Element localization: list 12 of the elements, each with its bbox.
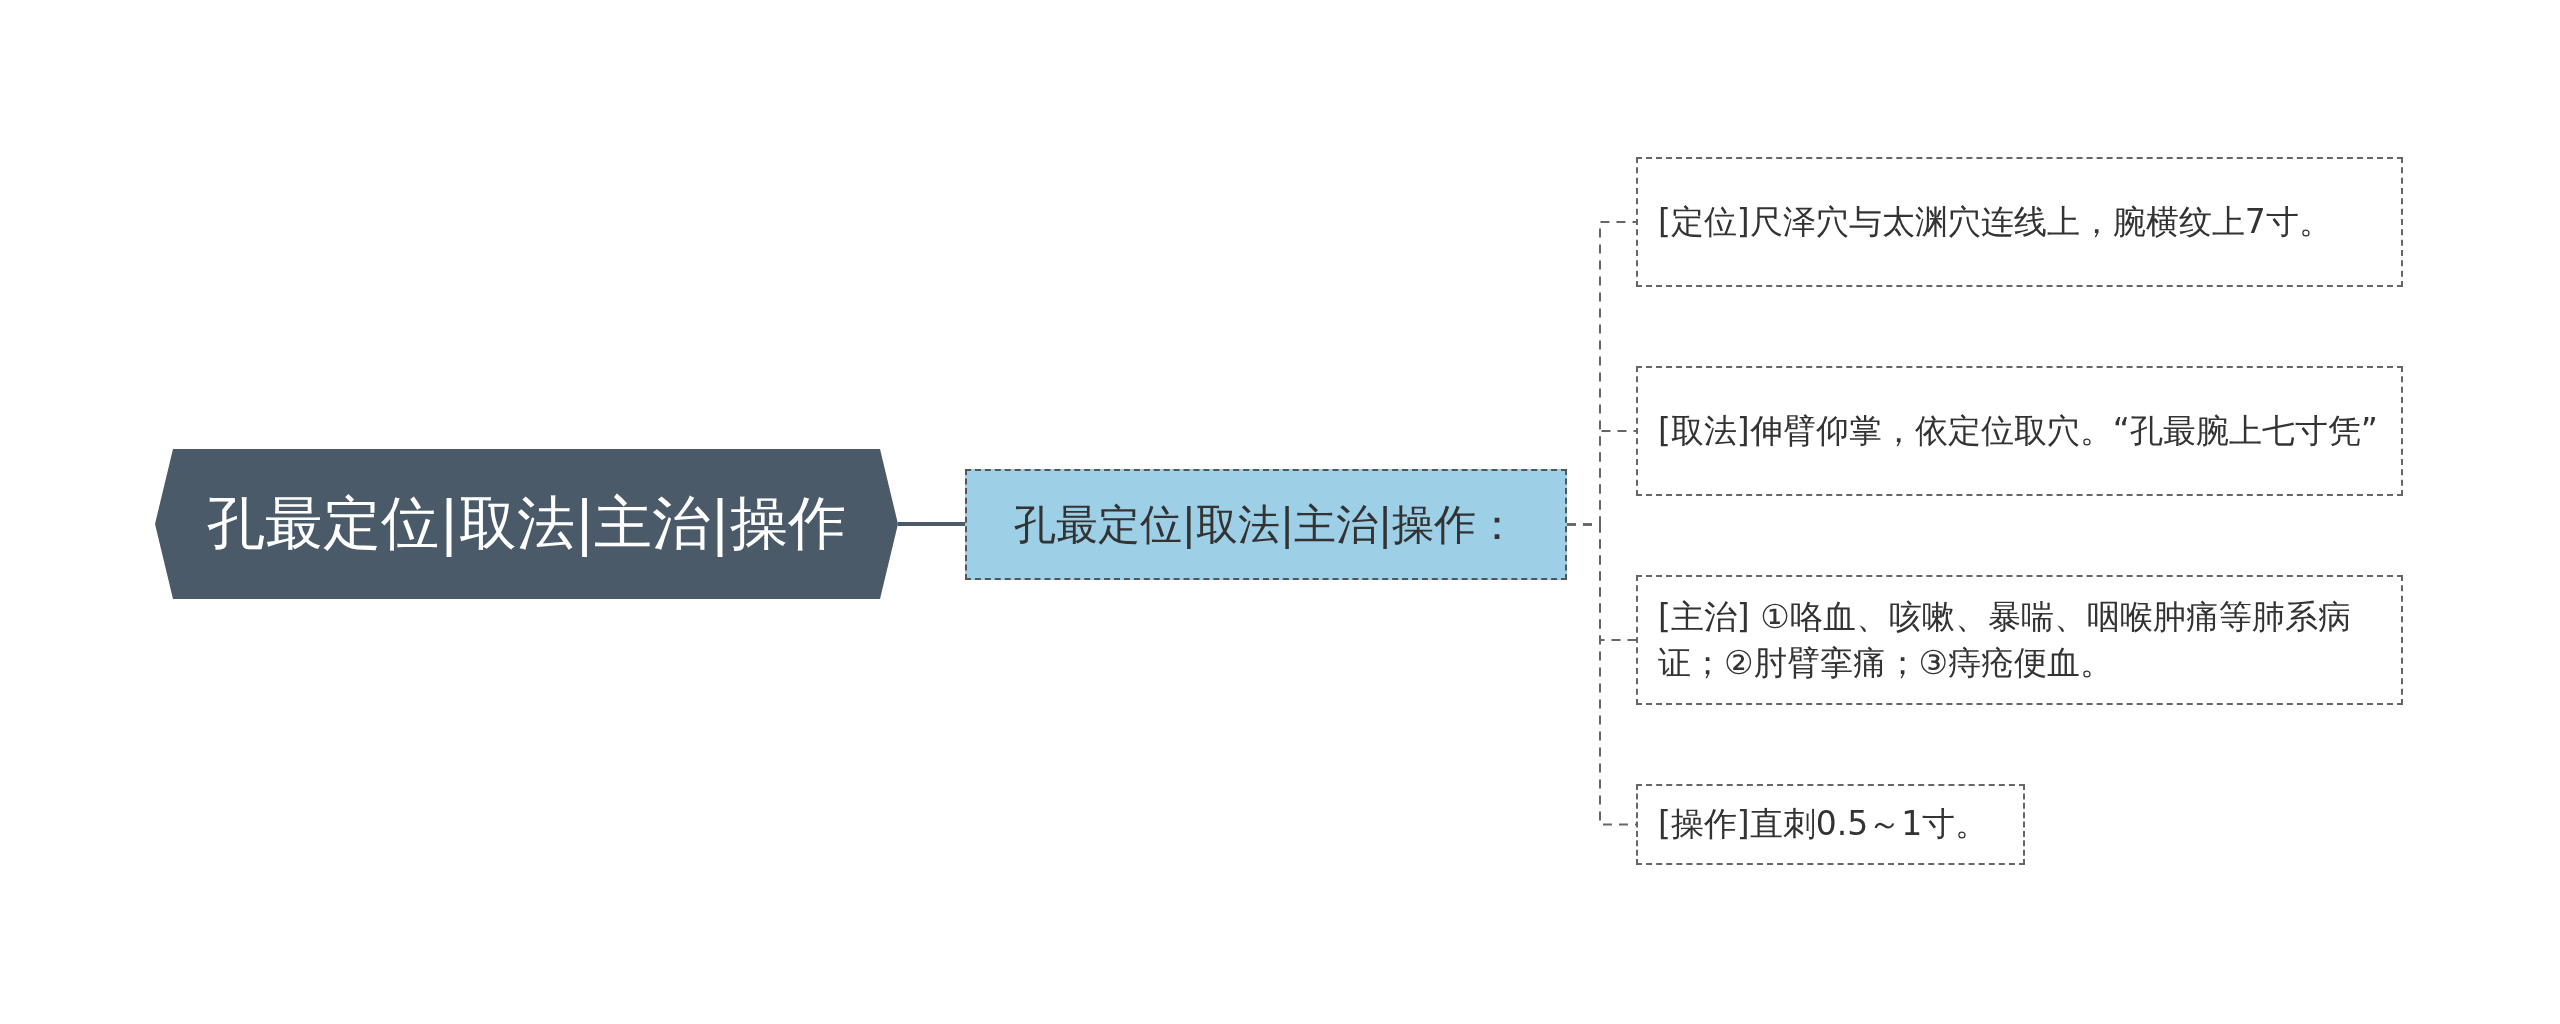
connector-line [898,522,965,526]
note-text: [操作]直刺0.5～1寸。 [1658,803,1989,846]
note-box [1636,784,2025,865]
topic-box [965,469,1567,580]
node-text: 孔最定位|取法|主治|操作 [207,488,846,559]
note-box [1636,366,2403,496]
node-text: 孔最定位|取法|主治|操作： [1013,498,1519,551]
note-box [1636,575,2403,705]
note-text: [主治] ①咯血、咳嗽、暴喘、咽喉肿痛等肺系病证；②肘臂挛痛；③痔疮便血。 [1658,595,2352,684]
note-box [1636,157,2403,287]
note-text: [定位]尺泽穴与太渊穴连线上，腕横纹上7寸。 [1658,200,2332,243]
note-text: [取法]伸臂仰掌，依定位取穴。“孔最腕上七寸凭” [1658,409,2378,452]
